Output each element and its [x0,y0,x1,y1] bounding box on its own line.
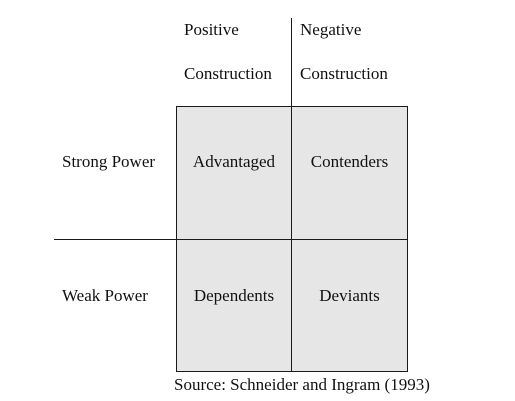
quadrant-advantaged: Advantaged [176,106,292,240]
row-label-strong-power: Strong Power [62,152,156,171]
horizontal-axis-line [54,239,408,240]
row-label-weak-power: Weak Power [62,286,148,305]
quadrant-label-deviants: Deviants [319,286,380,305]
quadrant-label-advantaged: Advantaged [192,152,276,171]
quadrant-label-contenders: Contenders [310,152,389,171]
vertical-axis-line [291,18,292,372]
quadrant-label-dependents: Dependents [193,286,275,305]
column-header-positive-line1: Positive [184,20,239,39]
quadrant-dependents: Dependents [176,240,292,372]
grid-top-border [176,106,408,107]
grid-bottom-border [176,371,408,372]
column-header-negative-line1: Negative [300,20,362,39]
quadrant-deviants: Deviants [292,240,407,372]
quadrant-contenders: Contenders [292,106,407,240]
source-caption: Source: Schneider and Ingram (1993) [174,375,430,394]
column-header-negative-line2: Construction [300,64,388,83]
column-header-positive-line2: Construction [184,64,272,83]
